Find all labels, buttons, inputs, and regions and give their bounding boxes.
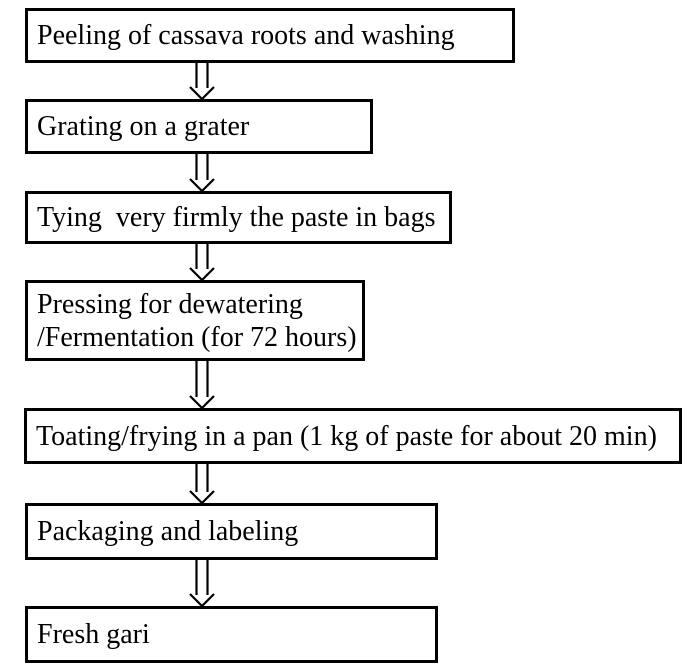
flow-step-label: Tying very firmly the paste in bags bbox=[37, 202, 436, 233]
flow-arrow-4 bbox=[187, 360, 217, 409]
flow-step-tying: Tying very firmly the paste in bags bbox=[25, 191, 452, 244]
flow-arrow-1 bbox=[187, 62, 217, 100]
double-down-arrow-icon bbox=[189, 153, 215, 192]
flow-arrow-5 bbox=[187, 463, 217, 504]
flow-arrow-2 bbox=[187, 153, 217, 192]
double-down-arrow-icon bbox=[189, 559, 215, 607]
double-down-arrow-icon bbox=[189, 243, 215, 281]
double-down-arrow-icon bbox=[189, 463, 215, 504]
flow-step-label: Peeling of cassava roots and washing bbox=[37, 20, 455, 51]
flow-step-grating: Grating on a grater bbox=[25, 99, 373, 154]
flow-step-label: Grating on a grater bbox=[37, 111, 250, 142]
flow-step-fresh-gari: Fresh gari bbox=[25, 606, 438, 663]
flow-step-label: Fresh gari bbox=[37, 619, 150, 650]
flow-step-peeling: Peeling of cassava roots and washing bbox=[25, 8, 515, 63]
flow-arrow-6 bbox=[187, 559, 217, 607]
double-down-arrow-icon bbox=[189, 62, 215, 100]
double-down-arrow-icon bbox=[189, 360, 215, 409]
flow-step-pressing: Pressing for dewatering /Fermentation (f… bbox=[25, 280, 365, 361]
flow-step-packaging: Packaging and labeling bbox=[25, 503, 438, 560]
flow-step-label: Toating/frying in a pan (1 kg of paste f… bbox=[36, 420, 657, 452]
flow-step-label: Packaging and labeling bbox=[37, 516, 299, 547]
flow-step-toasting: Toating/frying in a pan (1 kg of paste f… bbox=[24, 408, 682, 464]
flow-step-label: Pressing for dewatering /Fermentation (f… bbox=[37, 288, 357, 353]
flow-arrow-3 bbox=[187, 243, 217, 281]
